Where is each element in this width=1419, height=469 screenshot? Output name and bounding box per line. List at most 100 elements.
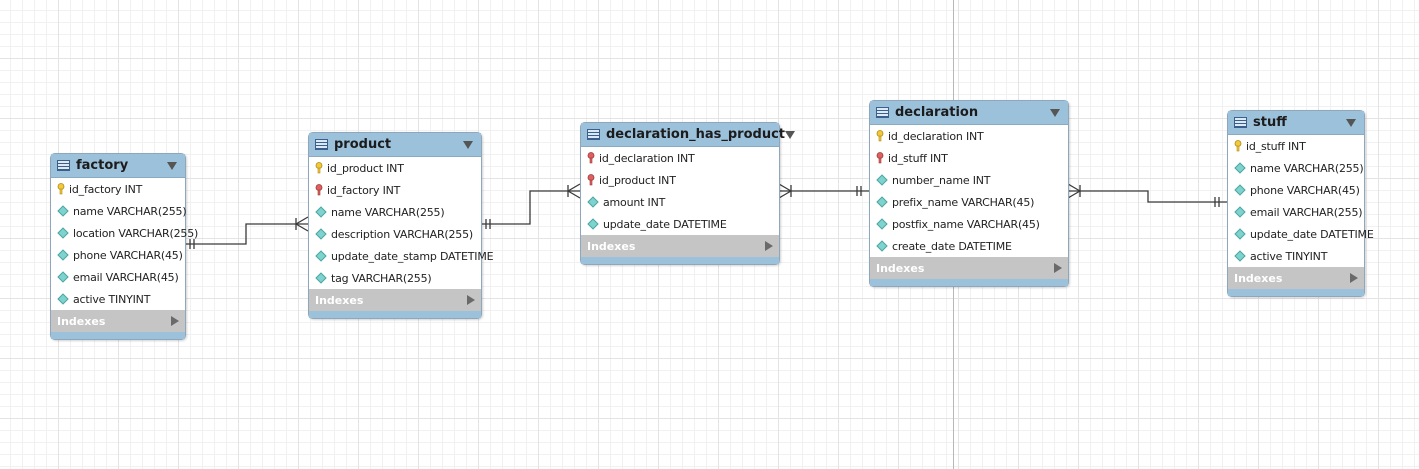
entity-footer <box>581 257 779 264</box>
column-row[interactable]: id_factory INT <box>51 178 185 200</box>
column-label: update_date_stamp DATETIME <box>331 249 494 263</box>
column-row[interactable]: amount INT <box>581 191 779 213</box>
collapse-arrow-icon[interactable] <box>167 161 177 170</box>
collapse-arrow-icon[interactable] <box>1346 118 1356 127</box>
column-label: id_stuff INT <box>1246 139 1306 153</box>
column-diamond-icon <box>57 293 69 305</box>
expand-arrow-icon[interactable] <box>1350 273 1358 283</box>
entity-header[interactable]: declaration_has_product <box>581 123 795 147</box>
column-label: amount INT <box>603 195 666 209</box>
column-label: phone VARCHAR(45) <box>73 248 183 262</box>
column-row[interactable]: prefix_name VARCHAR(45) <box>870 191 1068 213</box>
entity-footer <box>870 279 1068 286</box>
column-row[interactable]: create_date DATETIME <box>870 235 1068 257</box>
relationship-declaration-has-product-declaration[interactable] <box>778 183 869 199</box>
column-row[interactable]: name VARCHAR(255) <box>51 200 187 222</box>
column-row[interactable]: location VARCHAR(255) <box>51 222 198 244</box>
collapse-arrow-icon[interactable] <box>1050 108 1060 117</box>
column-row[interactable]: update_date_stamp DATETIME <box>309 245 494 267</box>
column-row[interactable]: active TINYINT <box>51 288 185 310</box>
column-row[interactable]: email VARCHAR(45) <box>51 266 185 288</box>
column-diamond-icon <box>1234 206 1246 218</box>
column-label: name VARCHAR(255) <box>331 205 445 219</box>
entity-factory[interactable]: factory id_factory INT name VARCHAR(255) lo… <box>50 153 198 340</box>
entity-header[interactable]: factory <box>51 154 185 178</box>
column-row[interactable]: id_product INT <box>581 169 779 191</box>
column-diamond-icon <box>57 271 69 283</box>
entity-declaration-has-product[interactable]: declaration_has_product id_declaration IN… <box>580 122 795 265</box>
indexes-section[interactable]: Indexes <box>309 289 481 311</box>
entity-name: declaration <box>895 105 979 120</box>
column-row[interactable]: update_date DATETIME <box>1228 223 1374 245</box>
column-label: email VARCHAR(45) <box>73 270 179 284</box>
column-row[interactable]: active TINYINT <box>1228 245 1364 267</box>
column-row[interactable]: id_factory INT <box>309 179 481 201</box>
column-row[interactable]: name VARCHAR(255) <box>1228 157 1364 179</box>
indexes-section[interactable]: Indexes <box>1228 267 1364 289</box>
column-diamond-icon <box>587 196 599 208</box>
expand-arrow-icon[interactable] <box>467 295 475 305</box>
column-row[interactable]: name VARCHAR(255) <box>309 201 481 223</box>
foreign-key-icon <box>586 152 596 164</box>
column-diamond-icon <box>315 228 327 240</box>
indexes-label: Indexes <box>587 239 636 253</box>
relationship-declaration-stuff[interactable] <box>1067 183 1227 207</box>
column-diamond-icon <box>57 227 69 239</box>
column-row[interactable]: description VARCHAR(255) <box>309 223 481 245</box>
column-diamond-icon <box>315 250 327 262</box>
expand-arrow-icon[interactable] <box>765 241 773 251</box>
collapse-arrow-icon[interactable] <box>785 130 795 139</box>
column-label: name VARCHAR(255) <box>73 204 187 218</box>
entity-name: declaration_has_product <box>606 127 785 142</box>
column-row[interactable]: id_declaration INT <box>581 147 779 169</box>
column-row[interactable]: id_stuff INT <box>870 147 1068 169</box>
column-diamond-icon <box>57 205 69 217</box>
table-icon <box>57 160 70 171</box>
primary-key-icon <box>1233 140 1243 152</box>
indexes-section[interactable]: Indexes <box>51 310 185 332</box>
column-label: id_product INT <box>599 173 676 187</box>
foreign-key-icon <box>875 152 885 164</box>
expand-arrow-icon[interactable] <box>1054 263 1062 273</box>
collapse-arrow-icon[interactable] <box>463 140 473 149</box>
column-label: location VARCHAR(255) <box>73 226 199 240</box>
column-row[interactable]: tag VARCHAR(255) <box>309 267 481 289</box>
table-icon <box>587 129 600 140</box>
column-label: email VARCHAR(255) <box>1250 205 1363 219</box>
entity-footer <box>309 311 481 318</box>
column-row[interactable]: phone VARCHAR(45) <box>1228 179 1364 201</box>
indexes-section[interactable]: Indexes <box>581 235 779 257</box>
column-diamond-icon <box>876 174 888 186</box>
entity-stuff[interactable]: stuff id_stuff INT name VARCHAR(255) phone … <box>1227 110 1374 297</box>
relationship-factory-product[interactable] <box>186 216 309 249</box>
relationship-product-declaration-has-product[interactable] <box>482 183 581 229</box>
entity-header[interactable]: product <box>309 133 481 157</box>
indexes-section[interactable]: Indexes <box>870 257 1068 279</box>
column-diamond-icon <box>876 240 888 252</box>
column-row[interactable]: postfix_name VARCHAR(45) <box>870 213 1068 235</box>
column-row[interactable]: id_product INT <box>309 157 481 179</box>
column-diamond-icon <box>1234 228 1246 240</box>
column-label: update_date DATETIME <box>1250 227 1374 241</box>
indexes-label: Indexes <box>1234 271 1283 285</box>
column-row[interactable]: id_stuff INT <box>1228 135 1364 157</box>
primary-key-icon <box>875 130 885 142</box>
column-row[interactable]: number_name INT <box>870 169 1068 191</box>
column-label: active TINYINT <box>1250 249 1328 263</box>
column-label: description VARCHAR(255) <box>331 227 473 241</box>
column-row[interactable]: update_date DATETIME <box>581 213 779 235</box>
column-label: id_factory INT <box>69 182 143 196</box>
column-label: name VARCHAR(255) <box>1250 161 1364 175</box>
column-row[interactable]: id_declaration INT <box>870 125 1068 147</box>
column-row[interactable]: email VARCHAR(255) <box>1228 201 1364 223</box>
indexes-label: Indexes <box>57 314 106 328</box>
entity-header[interactable]: declaration <box>870 101 1068 125</box>
entity-header[interactable]: stuff <box>1228 111 1364 135</box>
expand-arrow-icon[interactable] <box>171 316 179 326</box>
column-label: prefix_name VARCHAR(45) <box>892 195 1035 209</box>
column-row[interactable]: phone VARCHAR(45) <box>51 244 185 266</box>
primary-key-icon <box>56 183 66 195</box>
